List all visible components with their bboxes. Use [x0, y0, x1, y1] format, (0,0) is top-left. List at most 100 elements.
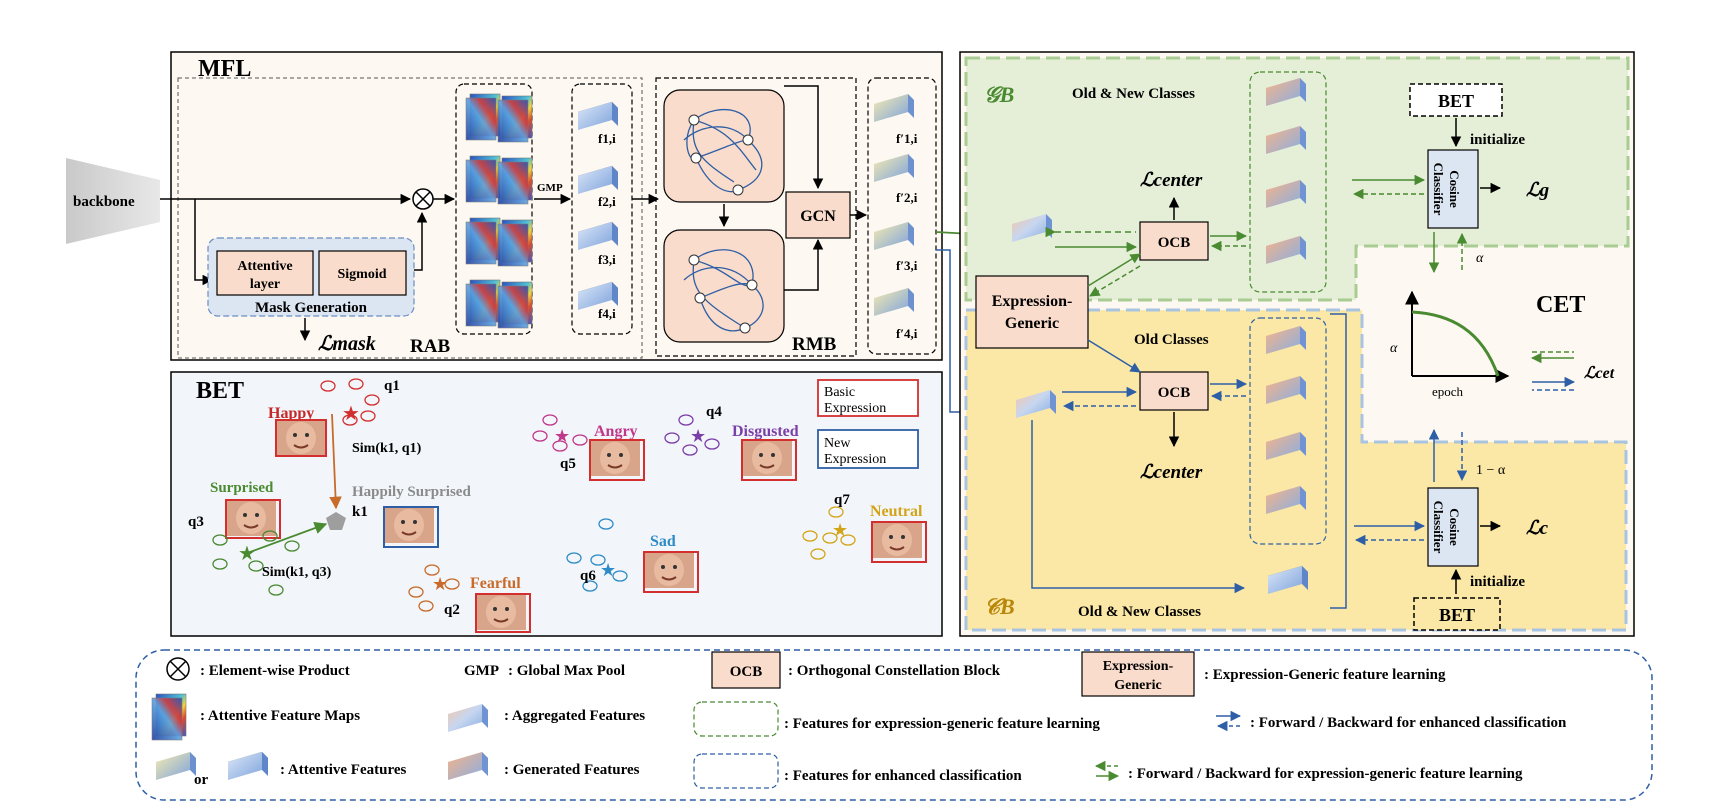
old-new-classes-top: Old & New Classes	[1072, 86, 1195, 102]
cosine-classifier-bottom	[1427, 487, 1479, 567]
fearful-cluster	[408, 564, 460, 612]
disgusted-label: Disgusted	[732, 423, 799, 440]
legend-ocb: OCB	[730, 664, 763, 680]
feature-map-1b	[497, 95, 533, 143]
rmb-label: RMB	[792, 334, 837, 355]
sad-label: Sad	[650, 533, 676, 550]
epoch-label: epoch	[1432, 384, 1464, 399]
ocb-bottom-label: OCB	[1158, 385, 1191, 401]
surprised-cluster	[212, 530, 300, 596]
cosine-bottom-line2: Classifier	[1431, 501, 1446, 554]
refined-features-group	[867, 77, 937, 355]
gcn-label: GCN	[800, 208, 836, 225]
legend-attentive-maps: : Attentive Feature Maps	[200, 708, 360, 724]
legend-blue-box-desc: : Features for enhanced classification	[784, 768, 1022, 784]
cosine-top-line2: Classifier	[1431, 163, 1446, 216]
agg-to-old-new-arrow	[1031, 420, 1246, 594]
refined-f1-label: f′1,i	[896, 131, 918, 146]
attentive-layer-line2: layer	[250, 277, 280, 292]
angry-face	[589, 439, 645, 481]
legend-expr-line1: Expression-	[1103, 659, 1174, 674]
legend-new-box	[817, 429, 919, 469]
q4-label: q4	[706, 404, 722, 420]
to-mask-arrow	[194, 199, 214, 286]
cet-title: CET	[1536, 292, 1585, 318]
sim-k1-q3-label: Sim(k1, q3)	[262, 565, 332, 580]
feature-maps-group	[455, 83, 533, 335]
bet-panel: BET Basic Expression New Expression ★ Ha…	[170, 371, 943, 637]
element-wise-cross	[415, 191, 431, 207]
neutral-face	[871, 521, 927, 563]
refined-f3-label: f′3,i	[896, 258, 918, 273]
generic-to-ocb-bottom-arrow	[1087, 339, 1141, 373]
legend-product-cross	[169, 660, 187, 678]
happy-to-k1-arrow	[329, 413, 342, 510]
legend-new-line2: Expression	[824, 452, 886, 467]
happy-star: ★	[342, 403, 360, 425]
q5-label: q5	[560, 456, 576, 472]
ocb-top-box	[1139, 221, 1209, 261]
gcn-box	[785, 191, 851, 239]
graph-1-nodes	[688, 114, 754, 196]
feature-map-4	[465, 279, 501, 327]
legend-aggregated: : Aggregated Features	[504, 708, 645, 724]
disgusted-star: ★	[690, 426, 706, 446]
legend-basic-box	[817, 379, 919, 417]
sad-cluster	[566, 518, 628, 592]
ocb-bottom-box	[1139, 371, 1209, 411]
q1-label: q1	[384, 378, 400, 394]
feature-map-1	[465, 93, 501, 141]
mfl-panel: MFL backbone Attentive layer Sigmoid Mas…	[66, 51, 943, 361]
graph1-to-gcn-arrow	[784, 85, 824, 190]
neutral-cluster	[802, 506, 856, 560]
l-center-bottom: ℒcenter	[1140, 462, 1203, 483]
initialize-bottom: initialize	[1470, 574, 1525, 590]
fearful-face	[475, 593, 531, 633]
surprised-star: ★	[238, 543, 256, 565]
legend-green-arrows-desc: : Forward / Backward for expression-gene…	[1128, 766, 1523, 782]
sad-star: ★	[600, 560, 616, 580]
cosine-top-line1: Cosine	[1447, 170, 1462, 208]
enhanced-bracket	[1330, 313, 1347, 609]
enhanced-features-group	[1249, 317, 1327, 545]
one-minus-alpha-label: 1 − α	[1476, 463, 1506, 478]
k1-label: k1	[352, 504, 368, 520]
q7-label: q7	[834, 492, 850, 508]
q3-label: q3	[188, 514, 204, 530]
bet-title: BET	[196, 378, 244, 404]
legend-expr-box	[1081, 651, 1195, 697]
happily-surprised-label: Happily Surprised	[352, 484, 471, 500]
angry-cluster	[532, 414, 588, 452]
fearful-star: ★	[432, 574, 448, 594]
fearful-label: Fearful	[470, 575, 521, 592]
refined-f2-label: f′2,i	[896, 190, 918, 205]
sigmoid-box	[318, 250, 407, 296]
l-mask-label: ℒmask	[318, 333, 376, 355]
old-new-classes-bottom: Old & New Classes	[1078, 604, 1201, 620]
l-c-label: ℒc	[1526, 518, 1549, 539]
features-group	[571, 83, 633, 335]
graph2-to-gcn-arrow	[784, 238, 824, 291]
expression-generic-line1: Expression-	[992, 293, 1073, 310]
angry-label: Angry	[594, 423, 638, 440]
legend-green-box	[693, 701, 779, 737]
l-cet-label: ℒcet	[1584, 365, 1615, 382]
feature-map-3	[465, 217, 501, 265]
initialize-top: initialize	[1470, 132, 1525, 148]
q2-label: q2	[444, 602, 460, 618]
legend-generated: : Generated Features	[504, 762, 640, 778]
alpha-axis-label: α	[1390, 341, 1398, 356]
gb-label: 𝒢B	[984, 82, 1014, 107]
bet-bottom-box	[1413, 597, 1501, 631]
legend-gmp: GMP	[464, 663, 499, 679]
feature-map-3b	[497, 219, 533, 267]
sigmoid-label: Sigmoid	[337, 267, 386, 282]
feature-map-2	[465, 155, 501, 203]
happy-cluster	[320, 378, 380, 426]
angry-star: ★	[554, 426, 570, 446]
legend-new-line1: New	[824, 436, 851, 451]
cet-panel: 𝒢B 𝒞B Old & New Classes Old Classes Old …	[959, 51, 1635, 637]
legend-basic-line1: Basic	[824, 385, 855, 400]
legend-element-wise: : Element-wise Product	[200, 663, 350, 679]
